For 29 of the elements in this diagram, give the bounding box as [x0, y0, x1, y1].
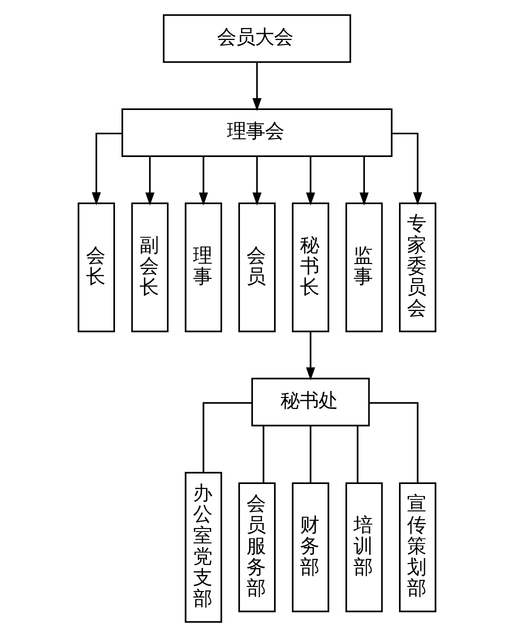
arrow [306, 332, 315, 380]
arrow [252, 156, 262, 206]
node-box: 会员 [238, 202, 276, 332]
node-box: 会员服务部 [238, 482, 276, 612]
node-box: 会员大会 [162, 14, 351, 63]
connector [368, 402, 418, 484]
node-box: 培训部 [344, 482, 382, 612]
arrow [391, 132, 422, 206]
connector [202, 402, 252, 473]
node-box: 监事 [344, 202, 382, 332]
node-box: 秘书处 [250, 378, 370, 426]
node-box: 专家委员会 [398, 202, 436, 332]
node-box: 宣传策划部 [398, 482, 436, 612]
arrow [198, 156, 208, 206]
node-box: 副会长 [130, 202, 168, 332]
connector [262, 426, 264, 484]
arrow [306, 156, 315, 206]
node-box: 财务部 [291, 482, 329, 612]
arrow [359, 156, 368, 206]
arrow [144, 156, 154, 206]
connector [309, 426, 311, 484]
node-box: 理事会 [121, 108, 392, 158]
node-box: 秘书长 [291, 202, 329, 332]
node-box: 会长 [77, 202, 114, 332]
arrow [91, 132, 122, 206]
arrow [252, 62, 262, 112]
node-box: 理事 [184, 202, 222, 332]
node-box: 办公室党支部 [184, 472, 222, 623]
connector [356, 426, 358, 484]
